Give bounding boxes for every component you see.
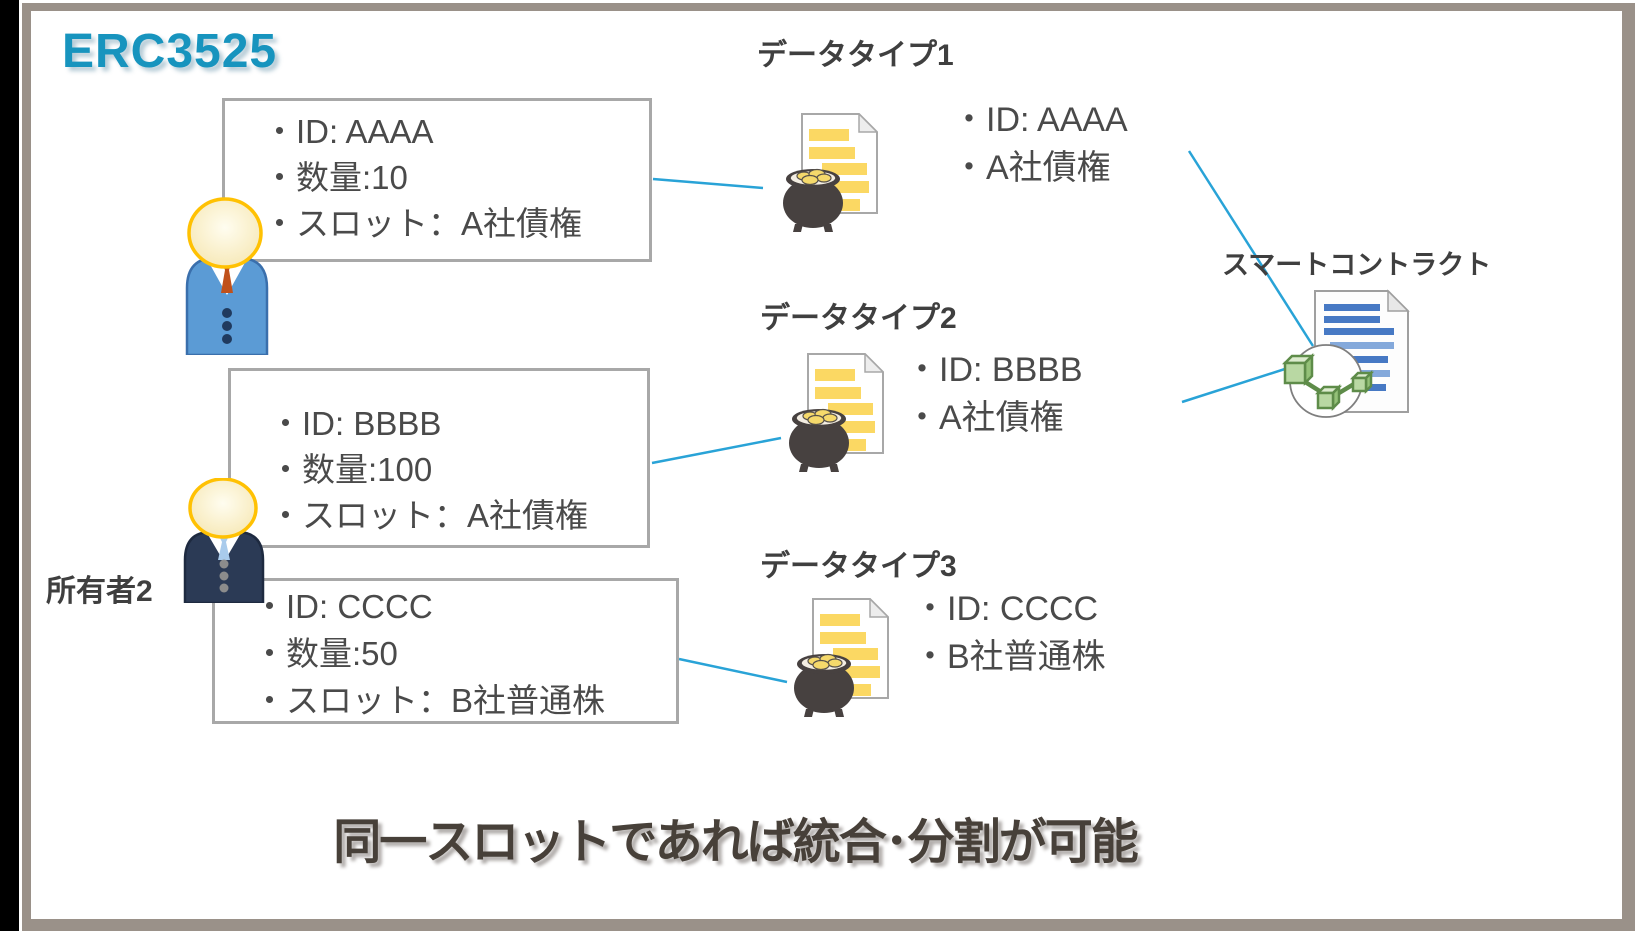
owner2-person-icon <box>183 478 265 603</box>
token-box-1-slot: ・スロット：A社債権 <box>263 205 583 242</box>
owner2-tie <box>218 534 230 560</box>
datatype1-token-document-icon <box>783 113 878 232</box>
cube-right <box>1349 369 1375 395</box>
owner1-head <box>187 197 263 269</box>
token-box-3-slot: ・スロット：B社普通株 <box>253 682 606 719</box>
token-box-2-slot: ・スロット：A社債権 <box>269 497 589 534</box>
document-fold <box>864 353 884 373</box>
blockchain-cubes-icon <box>1281 352 1375 412</box>
document-fold <box>858 113 878 133</box>
cube-small <box>1314 383 1343 412</box>
token-box-3-id: ・ID: CCCC <box>253 588 433 625</box>
smart-contract-icon <box>1281 289 1410 418</box>
datatype3-details: ・ID: CCCC ・B社普通株 <box>913 585 1106 681</box>
datatype2-token-document-icon <box>789 353 884 472</box>
smart-contract-label: スマートコントラクト <box>1222 250 1492 280</box>
contract-document-fold <box>1387 289 1410 312</box>
token-box-3: ・ID: CCCC ・数量:50 ・スロット：B社普通株 <box>212 578 679 724</box>
owner2-label: 所有者2 <box>46 575 153 608</box>
datatype1-slot: ・A社債権 <box>952 149 1111 187</box>
page-title: ERC3525 <box>62 25 278 78</box>
datatype1-label: データタイプ1 <box>757 39 954 72</box>
token-box-2-quantity: ・数量:100 <box>269 451 433 488</box>
connector-box2-to-datatype2 <box>651 436 782 465</box>
connector-box1-to-datatype1 <box>652 177 764 190</box>
datatype3-slot: ・B社普通株 <box>913 638 1106 676</box>
token-box-2-id: ・ID: BBBB <box>269 405 442 442</box>
cube-large <box>1281 352 1316 387</box>
datatype3-id: ・ID: CCCC <box>913 590 1099 628</box>
connector-box3-to-datatype3 <box>678 657 788 684</box>
owner1-person-icon <box>185 197 269 355</box>
pot-of-coins-icon <box>789 408 849 472</box>
datatype1-details: ・ID: AAAA ・A社債権 <box>952 96 1128 192</box>
document-fold <box>869 598 889 618</box>
token-box-1-id: ・ID: AAAA <box>263 113 434 150</box>
datatype2-label: データタイプ2 <box>760 302 957 335</box>
token-box-1-quantity: ・数量:10 <box>263 159 408 196</box>
datatype1-id: ・ID: AAAA <box>952 101 1128 139</box>
owner2-head <box>188 478 258 539</box>
token-box-1: ・ID: AAAA ・数量:10 ・スロット：A社債権 <box>222 98 652 262</box>
datatype2-id: ・ID: BBBB <box>905 351 1083 389</box>
token-box-3-quantity: ・数量:50 <box>253 635 398 672</box>
token-box-2: ・ID: BBBB ・数量:100 ・スロット：A社債権 <box>228 368 650 548</box>
datatype3-label: データタイプ3 <box>760 550 957 583</box>
pot-of-coins-icon <box>783 168 843 232</box>
left-black-band <box>0 0 19 931</box>
connector-datatype2-to-smartcontract <box>1181 366 1289 404</box>
pot-of-coins-icon <box>794 653 854 717</box>
footer-caption: 同一スロットであれば統合･分割が可能 <box>333 816 1139 869</box>
datatype3-token-document-icon <box>794 598 889 717</box>
datatype2-slot: ・A社債権 <box>905 399 1064 437</box>
owner1-tie <box>221 260 233 293</box>
datatype2-details: ・ID: BBBB ・A社債権 <box>905 346 1083 442</box>
